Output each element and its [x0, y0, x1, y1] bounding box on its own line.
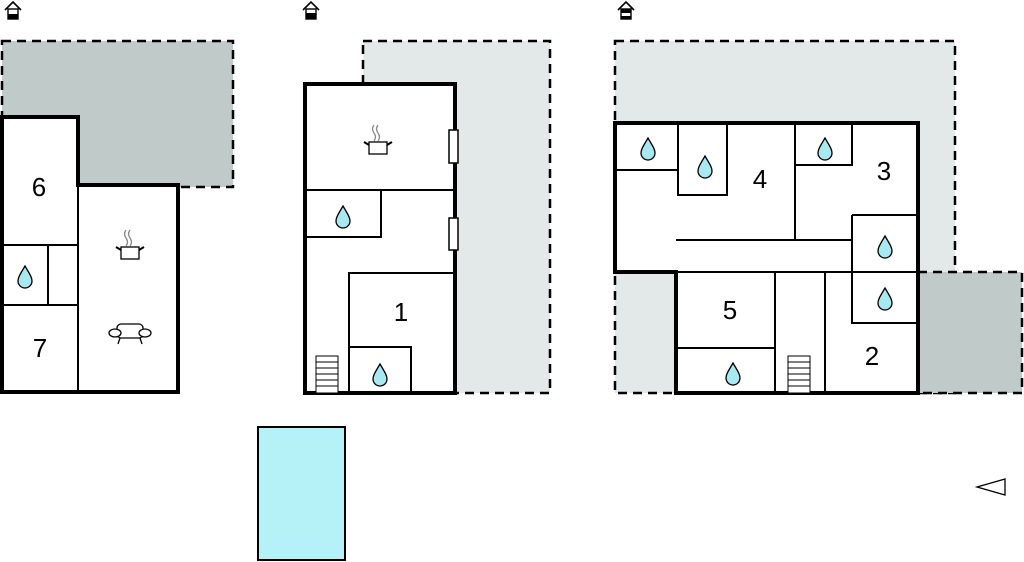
- north-arrow-icon: [974, 478, 1006, 496]
- room-label: 3: [877, 156, 891, 186]
- basement-plan: 6 7: [0, 39, 235, 394]
- ground-plan: 1: [257, 39, 552, 561]
- room-label: 2: [865, 341, 879, 371]
- terrace: [916, 270, 1024, 395]
- window: [448, 129, 459, 164]
- floor-ground-icon: [302, 1, 320, 20]
- room-label: 6: [32, 172, 46, 202]
- room-label: 5: [723, 295, 737, 325]
- window: [448, 217, 459, 251]
- room-label: 7: [33, 333, 47, 363]
- stairs-icon: [315, 355, 339, 394]
- stairs-icon: [787, 355, 811, 394]
- pool: [257, 426, 346, 561]
- first-floor-plan: 4 3 5 2: [613, 39, 1024, 395]
- floor-first-icon: [617, 1, 635, 20]
- room-label: 1: [394, 297, 408, 327]
- room-label: 4: [753, 164, 767, 194]
- sofa-icon: [108, 323, 152, 345]
- floor-basement-icon: [4, 1, 22, 20]
